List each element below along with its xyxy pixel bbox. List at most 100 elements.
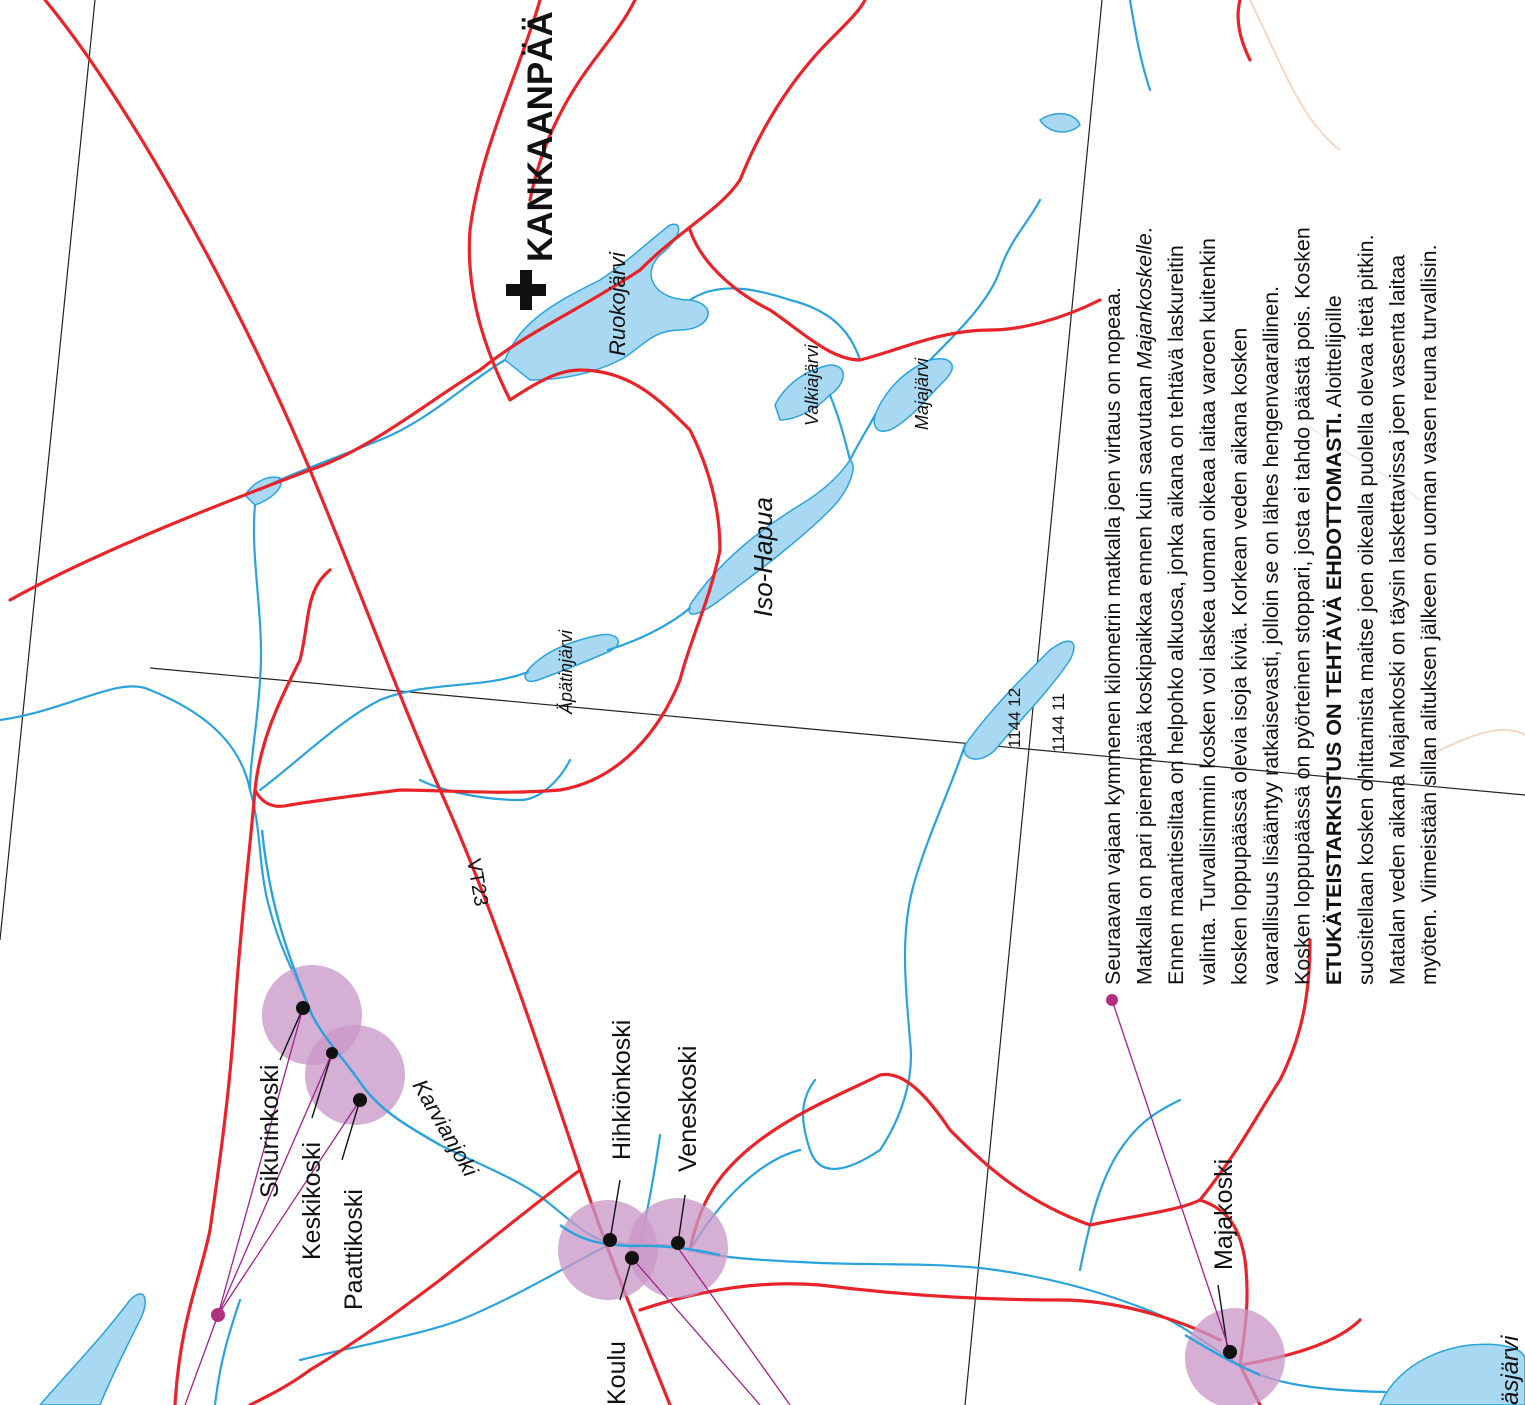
background-faint-features — [1249, 0, 1525, 761]
rapid-label-koulu: Koulu — [603, 1341, 631, 1405]
lake-label-majajarvi: Majajärvi — [912, 357, 932, 430]
stream — [0, 685, 252, 792]
pointer-line — [217, 1007, 304, 1316]
description-segment: myöten. Viimeistään sillan alituksen jäl… — [1417, 244, 1441, 985]
road — [253, 568, 332, 792]
rapid-dot-koulu — [625, 1251, 639, 1265]
map-labels: KANKAANPÄÄ VT23 1144 12 1144 11 Ruokojär… — [256, 11, 1524, 1405]
description-line: Matkalla on pari pienempää koskipaikkaa … — [1133, 227, 1157, 985]
grid-label-1144-11: 1144 11 — [1049, 693, 1068, 752]
stream — [258, 670, 530, 792]
lake-apatinjarvi — [524, 633, 619, 682]
rapid-dot-veneskoski — [671, 1236, 685, 1250]
stream — [1128, 0, 1152, 92]
lake-small-1144 — [963, 640, 1075, 760]
lake-label-iso-hapua: Iso-Hapua — [748, 497, 778, 617]
description-segment: . — [1133, 227, 1157, 233]
description-segment: vaarallisuus lisääntyy ratkaisevasti, jo… — [1259, 286, 1283, 985]
pointer-line — [217, 1099, 361, 1316]
lake-label-corner: äsjärvi — [1497, 1335, 1524, 1405]
river-karvianjoki-overlay — [260, 829, 1261, 1377]
description-segment: Ennen maantiesiltaa on helpohko alkuosa,… — [1164, 245, 1188, 985]
road — [8, 268, 642, 602]
lake-label-valkiajarvi: Valkiajärvi — [802, 344, 822, 426]
rapid-label-majakoski: Majakoski — [1210, 1159, 1238, 1270]
lake-valkiajarvi — [774, 364, 844, 421]
description-line: kosken loppupäässä olevia isoja kiviä. K… — [1227, 328, 1251, 985]
leader-veneskoski — [677, 1194, 686, 1244]
description-segment: Seuraavan vajaan kymmenen kilometrin mat… — [1101, 287, 1125, 985]
road — [248, 1168, 582, 1405]
description-segment: suositellaan kosken ohittamista maitse j… — [1354, 234, 1378, 985]
description-line: Seuraavan vajaan kymmenen kilometrin mat… — [1101, 287, 1125, 985]
lake-iso-hapua — [688, 458, 854, 615]
description-line: myöten. Viimeistään sillan alituksen jäl… — [1417, 244, 1441, 985]
description-line: valinta. Turvallisimmin kosken voi laske… — [1196, 238, 1220, 985]
pointer-line — [184, 1314, 219, 1405]
stream — [213, 1298, 242, 1405]
pointer-origin-dot — [211, 1308, 225, 1322]
grid-line — [149, 667, 1525, 796]
lake-label-apatinjarvi: Äpätinjärvi — [556, 629, 576, 715]
leader-sikurinkoski — [279, 1007, 304, 1061]
rapid-label-hihkionkoski: Hihkiönkoski — [608, 1020, 636, 1160]
description-line: Matalan veden aikana Majankoski on täysi… — [1385, 255, 1409, 985]
stream — [248, 503, 263, 792]
rapid-dot-paattikoski — [353, 1093, 367, 1107]
road — [253, 0, 722, 808]
description-line: Kosken loppupäässä on pyörteinen stoppar… — [1291, 227, 1315, 985]
rapid-dots — [296, 1001, 1237, 1359]
description-bullet-dot — [1106, 994, 1118, 1006]
stream — [688, 287, 862, 362]
road — [1236, 0, 1252, 62]
road — [638, 0, 867, 272]
town-label: KANKAANPÄÄ — [521, 11, 560, 262]
stream — [801, 1078, 882, 1170]
road — [173, 788, 257, 1405]
pointer-line — [631, 1257, 761, 1405]
pointer-line — [1111, 999, 1231, 1353]
lake-label-ruokojarvi: Ruokojärvi — [605, 251, 630, 356]
description-segment: Aloittelijoille — [1322, 295, 1346, 412]
rapid-halo-hihkionkoski — [558, 1200, 658, 1300]
leader-koulu — [619, 1257, 633, 1301]
road — [528, 0, 637, 202]
leader-paattikoski — [341, 1099, 361, 1161]
rapid-label-paattikoski: Paattikoski — [340, 1189, 368, 1310]
lake-corner-west — [39, 1293, 146, 1405]
pointer-line — [677, 1247, 791, 1405]
description-segment: Matkalla on pari pienempää koskipaikkaa … — [1133, 369, 1157, 985]
grid-line — [0, 0, 96, 941]
description-segment: Majankoskelle — [1133, 233, 1157, 369]
rapid-dot-keskikoski — [326, 1047, 338, 1059]
rapid-dot-sikurinkoski — [296, 1001, 310, 1015]
roads — [8, 0, 1362, 1405]
lake-majajarvi — [873, 358, 953, 432]
pointer-line — [217, 1052, 333, 1316]
road — [638, 1282, 1222, 1342]
stream — [606, 606, 692, 652]
leader-hihkionkoski — [609, 1179, 621, 1241]
rapid-halos — [262, 965, 1285, 1405]
description-segment: Kosken loppupäässä on pyörteinen stoppar… — [1291, 227, 1315, 985]
lake-ruokojarvi — [504, 223, 709, 381]
pointer-lines — [184, 999, 1231, 1405]
leader-keskikoski — [311, 1052, 333, 1119]
road — [688, 938, 1312, 1252]
description-segment: Matalan veden aikana Majankoski on täysi… — [1385, 255, 1409, 985]
rapid-label-veneskoski: Veneskoski — [674, 1046, 702, 1172]
river-label-karvianjoki: Karvianjoki — [408, 1075, 484, 1182]
description-segment: valinta. Turvallisimmin kosken voi laske… — [1196, 238, 1220, 985]
rapid-dot-majakoski — [1223, 1345, 1237, 1359]
description-line: ETUKÄTEISTARKISTUS ON TEHTÄVÄ EHDOTTOMAS… — [1322, 295, 1346, 985]
stream — [848, 413, 877, 462]
stream — [1078, 1098, 1182, 1272]
description-line: vaarallisuus lisääntyy ratkaisevasti, jo… — [1259, 286, 1283, 985]
road-label-vt23: VT23 — [462, 857, 492, 908]
description-text-block: Seuraavan vajaan kymmenen kilometrin mat… — [1101, 227, 1441, 985]
plus-cross-icon — [506, 270, 546, 310]
road — [688, 228, 1102, 362]
description-segment: ETUKÄTEISTARKISTUS ON TEHTÄVÄ EHDOTTOMAS… — [1322, 412, 1346, 985]
